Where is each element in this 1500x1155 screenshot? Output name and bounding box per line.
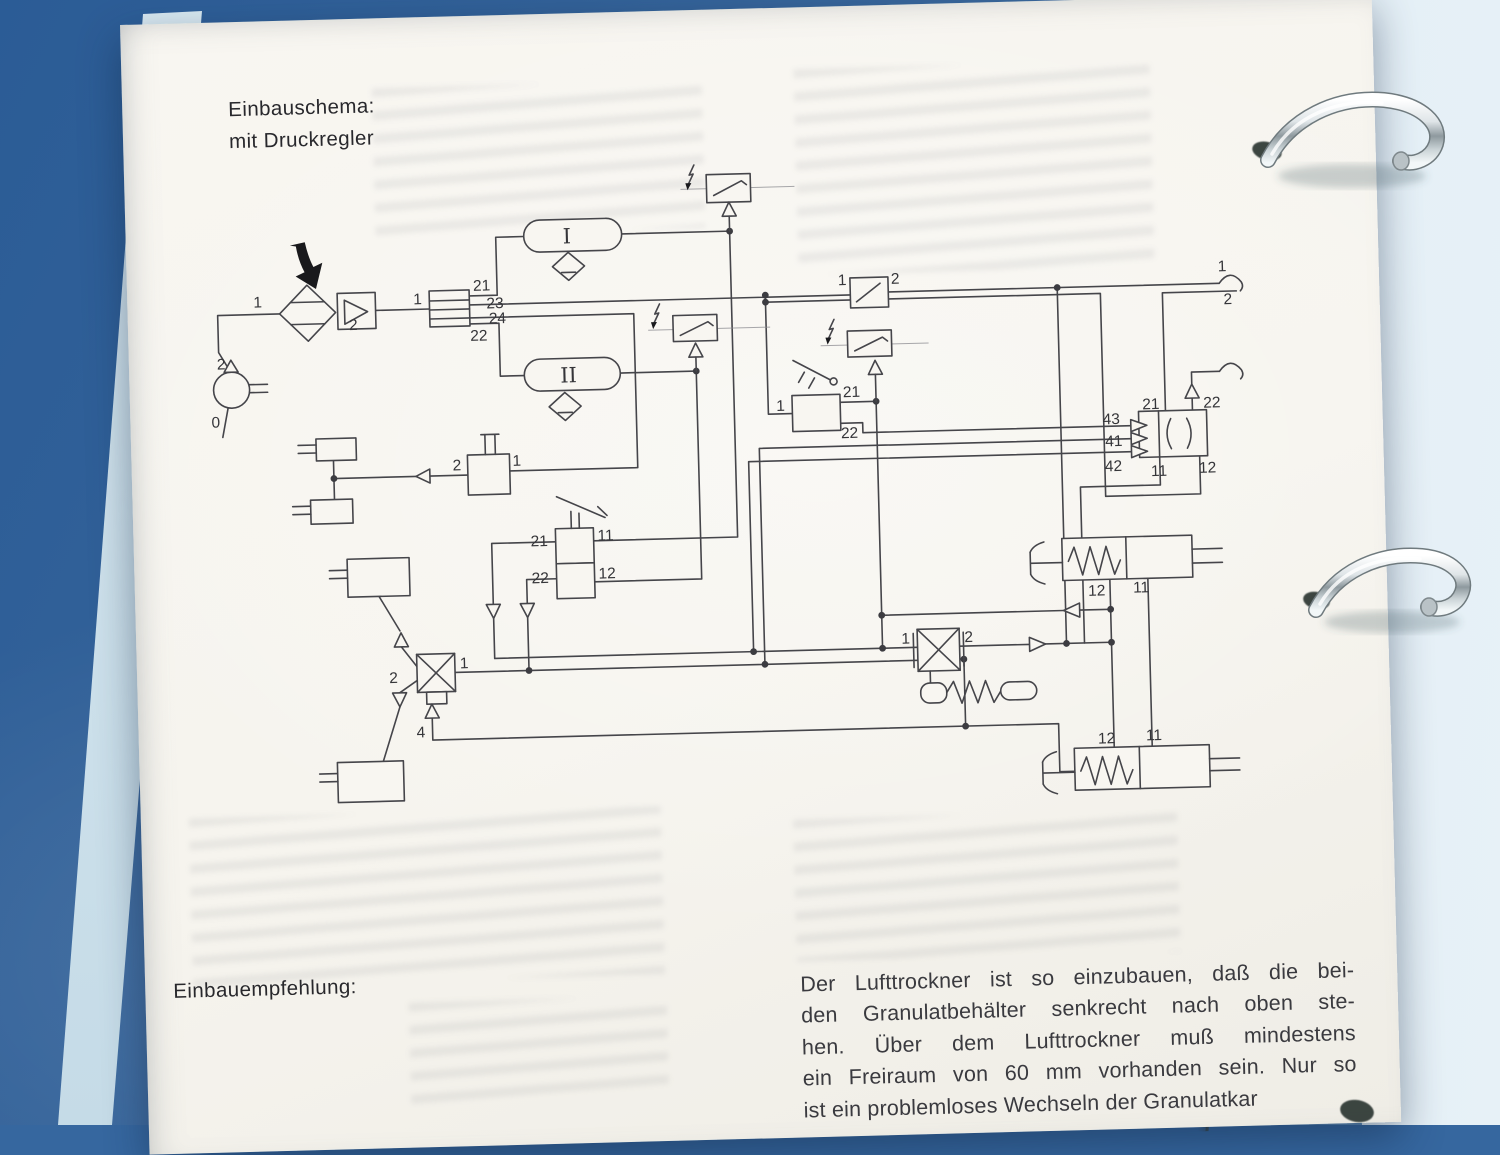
recommendation-heading: Einbauempfehlung: — [173, 975, 358, 1003]
port-label: 1 — [838, 272, 847, 289]
compressor-symbol — [212, 359, 251, 410]
port-label: 12 — [1098, 730, 1116, 747]
port-label: II — [560, 363, 577, 387]
port-label: 12 — [1199, 459, 1217, 476]
cross-valve — [391, 632, 457, 720]
port-label: 1 — [413, 291, 422, 308]
tire-inflation-valve — [415, 433, 512, 496]
check-valve-symbol — [336, 291, 377, 331]
port-label: 2 — [891, 271, 900, 288]
storage-tank-2 — [318, 760, 406, 804]
port-label: 2 — [349, 317, 358, 334]
port-label: 22 — [841, 425, 859, 442]
port-label: 24 — [489, 310, 507, 327]
pressure-switch-1 — [680, 164, 795, 232]
port-label: 21 — [843, 384, 861, 401]
port-label: 12 — [1088, 582, 1106, 599]
port-label: 11 — [1133, 579, 1150, 596]
port-label: 11 — [1146, 727, 1163, 744]
storage-tank-1 — [328, 556, 411, 599]
reservoir-1 — [522, 217, 623, 282]
showthrough-text-block — [408, 996, 670, 1105]
port-label: 1 — [253, 294, 262, 311]
pressure-switch-3 — [820, 318, 929, 403]
heater-connector-2 — [291, 498, 354, 525]
trailer-hand-valve — [791, 359, 842, 433]
heater-connector-1 — [297, 437, 358, 462]
port-label: 1 — [460, 655, 469, 672]
port-label: 4 — [416, 724, 425, 741]
tristop-cylinder-1 — [1029, 534, 1224, 618]
body-paragraph: Der Lufttrockner ist so einzubauen, daß … — [800, 955, 1358, 1126]
port-label: 1 — [512, 453, 521, 470]
port-label: 1 — [1217, 258, 1226, 275]
port-label: 42 — [1105, 458, 1123, 475]
port-label: 11 — [597, 527, 614, 544]
port-label: 2 — [389, 670, 398, 687]
pressure-regulator-top — [849, 276, 890, 309]
relay-valve — [912, 627, 1047, 704]
air-filter-symbol — [278, 284, 337, 342]
port-label: 1 — [776, 398, 785, 415]
tristop-cylinder-2 — [1041, 743, 1241, 795]
intake-arrow — [289, 242, 323, 289]
port-label: 41 — [1105, 433, 1123, 450]
port-label: 22 — [470, 327, 488, 344]
port-label: 21 — [1142, 396, 1160, 413]
pneumatic-schematic: 2012121232422212111221212412121221212434… — [211, 164, 1244, 804]
port-label: 1 — [901, 631, 910, 648]
port-label: 2 — [1223, 291, 1232, 308]
port-label: 12 — [598, 565, 616, 582]
port-label: 22 — [531, 570, 549, 587]
manifold-block — [428, 289, 471, 328]
manual-page: Einbauschema: mit Druckregler — [120, 0, 1402, 1155]
reservoir-2 — [523, 356, 622, 422]
pressure-switch-2 — [648, 303, 771, 372]
hand-brake-valve — [485, 495, 608, 620]
port-label: 0 — [211, 415, 220, 432]
port-label: 2 — [964, 629, 973, 646]
connection-lines — [216, 230, 1244, 773]
port-label: 21 — [473, 277, 491, 294]
four-circuit-protection-valve — [1129, 383, 1209, 459]
port-label: 21 — [530, 533, 548, 550]
port-label: 2 — [452, 457, 461, 474]
port-label: 22 — [1203, 394, 1221, 411]
port-label: 11 — [1151, 463, 1168, 480]
port-label: 2 — [217, 356, 226, 373]
port-label: I — [562, 224, 571, 248]
port-label: 23 — [486, 295, 504, 312]
page-title-line1: Einbauschema: — [227, 94, 376, 122]
port-label: 43 — [1102, 411, 1120, 428]
